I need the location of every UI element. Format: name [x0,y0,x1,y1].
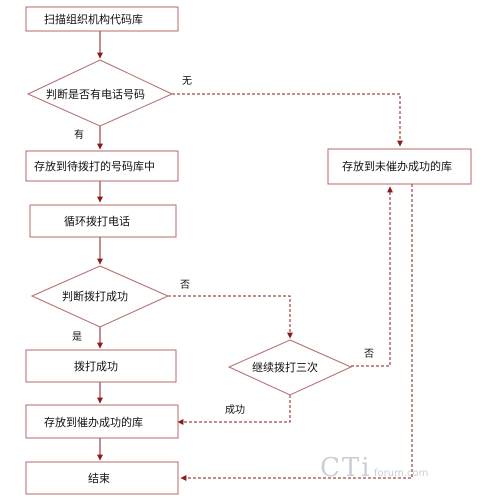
node-store-pending-box [25,150,179,182]
label-success: 成功 [225,404,245,416]
label-yes: 是 [72,331,82,343]
label-has: 有 [74,128,84,141]
label-none: 无 [182,76,192,87]
text-dial-ok: 判断拨打成功 [62,289,128,303]
edge-judge-to-retry [168,295,293,339]
edge-retry-to-urged [177,395,291,425]
text-store-not-urged: 存放到未催办成功的库 [342,159,452,173]
text-has-phone: 判断是否有电话号码 [46,87,145,101]
edge-labels: 无 有 否 是 否 成功 [72,76,374,416]
node-dial-ok-diamond [30,265,170,328]
edge-retry-to-not-urged [351,186,393,367]
text-scan: 扫描组织机构代码库 [44,12,143,26]
node-has-phone-diamond [26,59,174,127]
text-retry: 继续拨打三次 [252,360,318,374]
text-store-urged: 存放到催办成功的库 [44,415,143,429]
edge-check-to-not-urged [172,93,403,147]
nodes [25,6,472,495]
label-no-1: 否 [180,279,190,291]
node-dial-success-box [25,349,177,383]
text-dial-success: 拨打成功 [74,359,118,373]
edge-not-urged-to-end [180,184,413,481]
text-loop-dial: 循环拨打电话 [64,214,130,228]
node-loop-dial-box [29,204,177,238]
edges [97,31,413,481]
watermark-forum: forum.com [374,468,428,479]
node-retry-diamond [227,339,353,396]
node-labels: 扫描组织机构代码库 判断是否有电话号码 存放到待拨打的号码库中 循环拨打电话 判… [34,12,452,485]
node-end-box [25,461,179,495]
label-no-2: 否 [364,348,374,360]
node-scan-box [25,6,179,32]
text-end: 结束 [88,472,110,485]
node-store-not-urged-box [327,148,472,185]
text-store-pending: 存放到待拨打的号码库中 [34,159,155,173]
node-store-urged-box [25,404,179,439]
